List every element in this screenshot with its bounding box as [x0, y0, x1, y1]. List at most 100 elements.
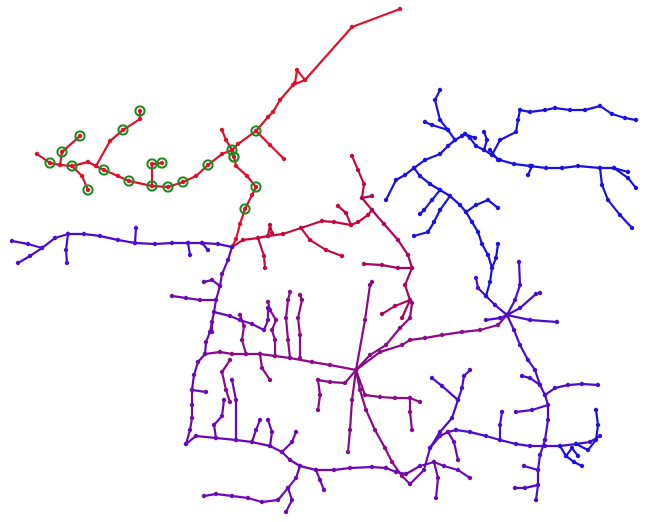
- graph-node: [402, 282, 408, 288]
- graph-node: [283, 509, 289, 515]
- graph-node: [537, 382, 543, 388]
- graph-node: [462, 131, 468, 137]
- graph-node: [389, 459, 395, 465]
- graph-node: [477, 327, 483, 333]
- graph-node: [495, 205, 501, 211]
- graph-node: [219, 369, 225, 375]
- highlighted-node-ring: [123, 175, 135, 187]
- graph-node: [249, 439, 255, 445]
- graph-node: [402, 172, 408, 178]
- graph-node: [115, 237, 121, 243]
- graph-node: [483, 293, 489, 299]
- graph-node: [267, 377, 273, 383]
- graph-node: [357, 387, 363, 393]
- graph-node: [497, 315, 503, 321]
- graph-node: [219, 413, 225, 419]
- graph-node: [269, 327, 275, 333]
- graph-node: [233, 437, 239, 443]
- graph-node: [287, 457, 293, 463]
- graph-node: [189, 402, 195, 408]
- graph-node: [492, 302, 498, 308]
- graph-node: [527, 375, 533, 381]
- graph-node: [479, 241, 485, 247]
- graph-node: [497, 437, 503, 443]
- graph-node: [525, 172, 531, 178]
- graph-node: [317, 392, 323, 398]
- graph-node: [411, 233, 417, 239]
- graph-node: [227, 313, 233, 319]
- graph-node: [377, 349, 383, 355]
- graph-node: [27, 253, 33, 259]
- graph-node: [331, 467, 337, 473]
- graph-node: [302, 77, 308, 83]
- graph-edge: [296, 293, 304, 360]
- graph-node: [63, 247, 69, 253]
- graph-node: [137, 108, 143, 114]
- highlighted-node-ring: [56, 146, 68, 158]
- graph-node: [405, 252, 411, 258]
- graph-node: [132, 240, 138, 246]
- graph-node: [452, 137, 458, 143]
- graph-node: [299, 297, 305, 303]
- graph-node: [459, 385, 465, 391]
- graph-node: [295, 315, 301, 321]
- graph-node: [417, 463, 423, 469]
- graph-node: [255, 235, 261, 241]
- graph-node: [253, 184, 259, 190]
- graph-node: [515, 117, 521, 123]
- graph-node: [379, 262, 385, 268]
- graph-node: [231, 154, 237, 160]
- graph-node: [137, 116, 143, 122]
- graph-node: [467, 135, 473, 141]
- graph-node: [437, 429, 443, 435]
- highlighted-node-ring: [226, 144, 238, 156]
- graph-node: [455, 457, 461, 463]
- graph-node: [517, 342, 523, 348]
- graph-node: [259, 499, 265, 505]
- graph-node: [537, 290, 543, 296]
- graph-node: [361, 181, 367, 187]
- graph-node: [409, 265, 415, 271]
- graph-node: [467, 429, 473, 435]
- graph-node: [293, 475, 299, 481]
- graph-edge: [464, 198, 500, 214]
- graph-node: [407, 409, 413, 415]
- graph-node: [355, 167, 361, 173]
- graph-node: [297, 355, 303, 361]
- graph-node: [240, 237, 246, 243]
- graph-node: [265, 305, 271, 311]
- graph-node: [432, 97, 438, 103]
- graph-edge: [230, 378, 238, 442]
- highlighted-node-ring: [117, 124, 129, 136]
- graph-node: [565, 382, 571, 388]
- graph-edge: [362, 262, 414, 270]
- graph-edge: [94, 109, 142, 168]
- graph-edge: [299, 226, 344, 258]
- graph-node: [77, 133, 83, 139]
- graph-node: [297, 463, 303, 469]
- graph-node: [9, 238, 15, 244]
- graph-node: [195, 359, 201, 365]
- graph-node: [542, 107, 548, 113]
- graph-node: [361, 261, 367, 267]
- graph-node: [537, 452, 543, 458]
- graph-node: [599, 182, 605, 188]
- graph-edge: [35, 148, 234, 189]
- graph-node: [223, 137, 229, 143]
- graph-node: [309, 359, 315, 365]
- graph-node: [381, 221, 387, 227]
- graph-node: [554, 319, 560, 325]
- graph-edges: [10, 7, 638, 514]
- graph-node: [429, 375, 435, 381]
- graph-node: [217, 283, 223, 289]
- graph-edge: [418, 188, 442, 216]
- graph-node: [219, 151, 225, 157]
- graph-node: [533, 291, 539, 297]
- graph-node: [392, 395, 398, 401]
- graph-node: [280, 231, 286, 237]
- graph-node: [445, 127, 451, 133]
- graph-node: [435, 475, 441, 481]
- graph-node: [187, 427, 193, 433]
- graph-node: [433, 495, 439, 501]
- highlighted-node-ring: [250, 125, 262, 137]
